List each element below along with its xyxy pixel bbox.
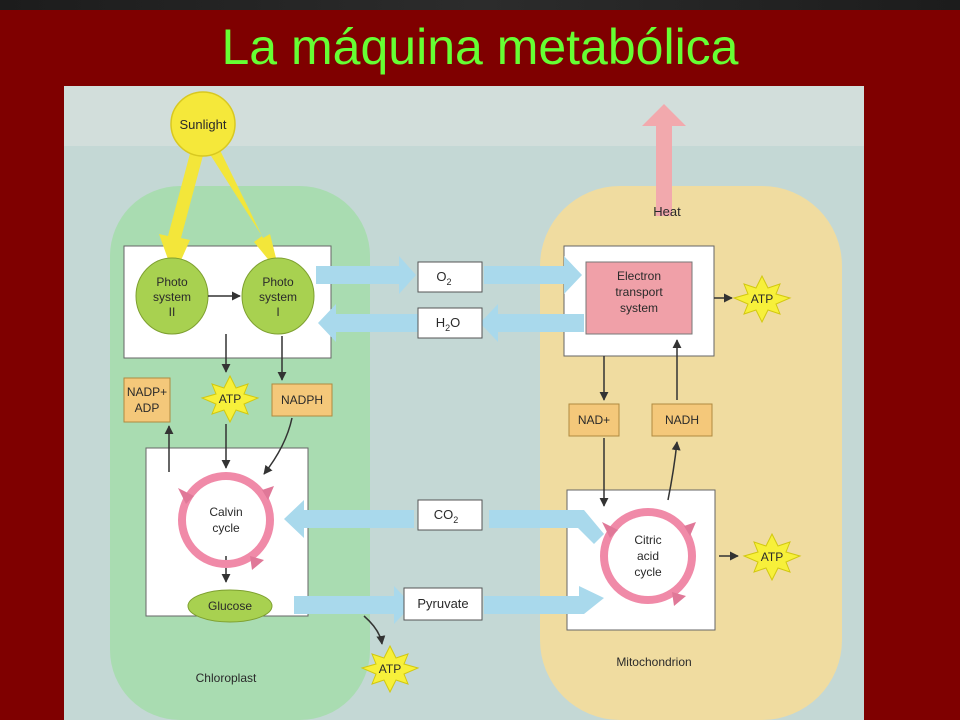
sunlight-ray-left [159,146,205,276]
ps1-line2: system [259,290,297,304]
ets-line2: transport [615,285,663,299]
nad-plus-label: NAD+ [578,413,610,427]
slide-title: La máquina metabólica [221,19,739,75]
photosystem-i [241,257,315,335]
calvin-cycle-ring [178,472,274,570]
sunlight-label: Sunlight [180,117,227,132]
pyruvate-label: Pyruvate [417,596,468,611]
citric-line1: Citric [634,533,661,547]
nadh-box [651,403,713,437]
svg-text:ATP: ATP [219,392,241,406]
flow-arrow-h2o-to-ps [318,304,420,342]
glycolysis-to-atp-arrow [363,615,386,645]
ps1-line1: Photo [262,275,294,289]
glucose-node [187,589,273,623]
flow-arrow-to-o2 [316,256,416,294]
diagram-canvas: Heat Sunlight Photo system II Photo syst… [64,86,864,720]
chloroplast-label: Chloroplast [196,671,257,685]
pyruvate-box [403,587,483,621]
h2o-label: H2O [436,315,461,333]
flow-arrow-o2-to-ets [484,256,582,294]
heat-arrow [642,104,686,216]
ets-line1: Electron [617,269,661,283]
metabolic-machine-diagram: Heat Sunlight Photo system II Photo syst… [64,86,864,720]
nadh-label: NADH [665,413,699,427]
glucose-label: Glucose [208,599,252,613]
heat-label: Heat [653,204,681,219]
svg-text:ATP: ATP [761,550,783,564]
adp-label: ADP [135,401,160,415]
flow-arrow-to-calvin [284,500,414,538]
calvin-line2: cycle [212,521,240,535]
sun-icon [170,91,236,157]
atp-star-ets: ATP [732,274,792,324]
ets-line3: system [620,301,658,315]
atp-star-glycolysis: ATP [360,644,420,694]
ps2-line3: II [169,305,176,319]
sunlight-ray-right [206,144,280,274]
co2-label: CO2 [434,507,459,525]
citric-to-nadh-arrow [667,441,681,501]
atp-star-citric: ATP [742,532,802,582]
ps1-line3: I [276,305,279,319]
nadph-label: NADPH [281,393,323,407]
flow-arrow-glucose-to-pyruvate [294,586,412,624]
citric-line3: cycle [634,565,662,579]
nadph-box [271,383,333,417]
nadp-adp-box [123,377,171,423]
o2-label: O2 [436,269,451,287]
atp-star-light-reactions: ATP [200,374,260,424]
h2o-box [417,307,483,339]
svg-text:ATP: ATP [751,292,773,306]
flow-arrow-co2-source [489,510,604,544]
nadph-to-calvin-arrow [263,417,293,475]
ps2-line1: Photo [156,275,188,289]
o2-box [417,261,483,293]
flow-arrow-ets-to-h2o [480,304,584,342]
nad-plus-box [568,403,620,437]
ps2-line2: system [153,290,191,304]
flow-arrow-pyruvate-to-citric [484,586,604,614]
mitochondrion-label: Mitochondrion [616,655,691,669]
svg-text:ATP: ATP [379,662,401,676]
citric-acid-cycle-ring [600,508,696,606]
citric-line2: acid [637,549,659,563]
electron-transport-system [585,261,693,335]
nadp-label: NADP+ [127,385,167,399]
slide-top-bar [0,0,960,10]
calvin-line1: Calvin [209,505,242,519]
co2-box [417,499,483,531]
